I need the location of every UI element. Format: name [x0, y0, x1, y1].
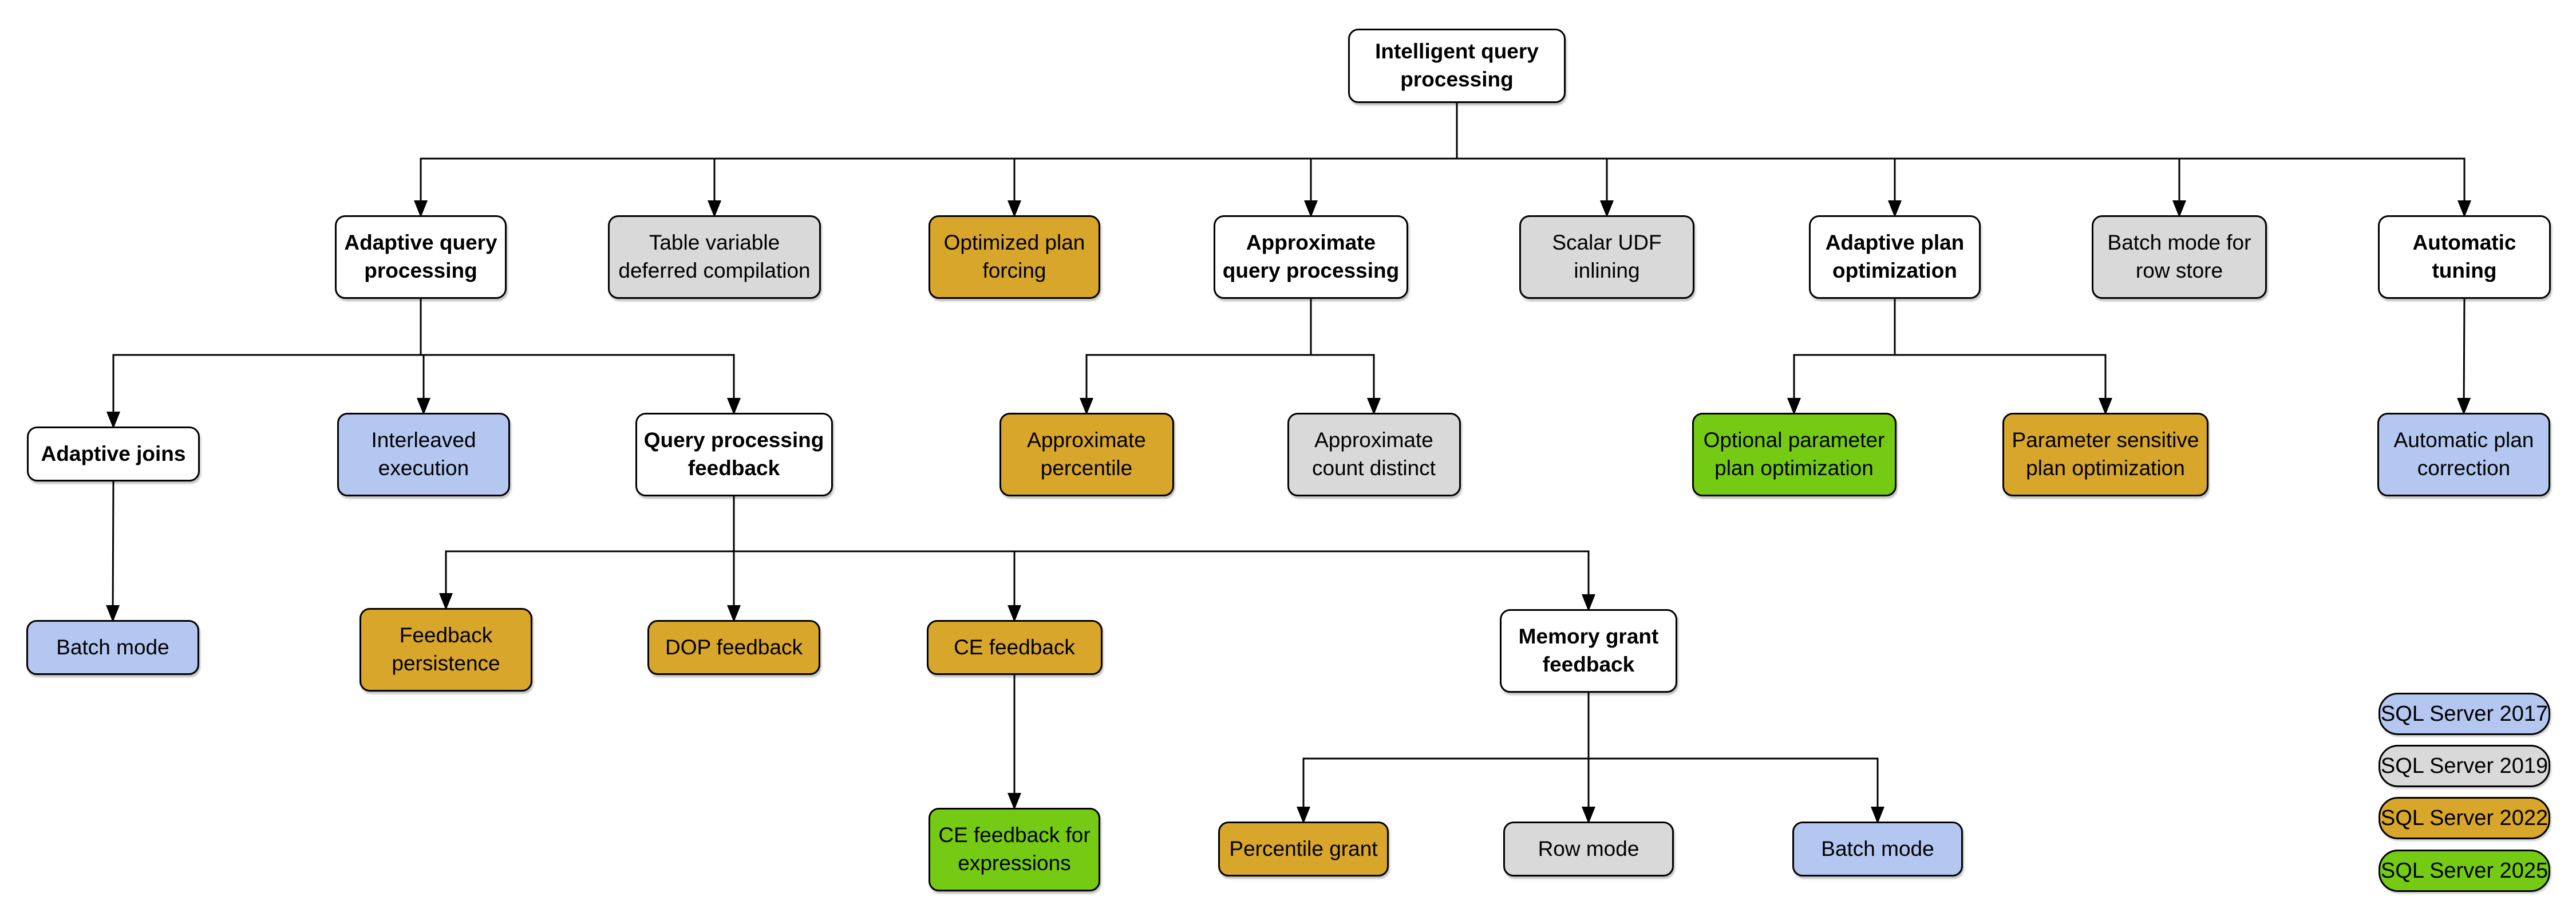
node-adaptive-joins: Adaptive joins	[27, 427, 200, 481]
legend-item-sql-server-2022: SQL Server 2022	[2379, 797, 2550, 839]
edge-from-adaptive-plan-optimization	[1787, 298, 2112, 415]
node-memory-grant-feedback: Memory grant feedback	[1500, 609, 1677, 693]
node-feedback-persistence: Feedback persistence	[359, 608, 532, 692]
edge-from-intelligent-query-processing	[414, 102, 2471, 218]
node-parameter-sensitive-plan-optimization: Parameter sensitive plan optimization	[2002, 413, 2208, 496]
legend-item-sql-server-2025: SQL Server 2025	[2379, 850, 2550, 892]
node-optimized-plan-forcing: Optimized plan forcing	[929, 215, 1100, 299]
node-row-mode: Row mode	[1503, 822, 1674, 876]
node-query-processing-feedback: Query processing feedback	[635, 413, 833, 496]
node-optional-parameter-plan-optimization: Optional parameter plan optimization	[1692, 413, 1897, 496]
node-scalar-udf-inlining: Scalar UDF inlining	[1519, 215, 1694, 299]
node-ce-feedback: CE feedback	[926, 620, 1103, 675]
node-approximate-count-distinct: Approximate count distinct	[1287, 413, 1461, 496]
node-ce-feedback-for-expressions: CE feedback for expressions	[929, 808, 1100, 891]
node-dop-feedback: DOP feedback	[647, 620, 820, 675]
node-adaptive-plan-optimization: Adaptive plan optimization	[1809, 215, 1981, 299]
edge-from-approximate-query-processing	[1080, 298, 1381, 415]
node-table-variable-deferred-compilation: Table variable deferred compilation	[608, 215, 821, 299]
node-adaptive-query-processing: Adaptive query processing	[335, 215, 507, 299]
node-batch-mode: Batch mode	[26, 620, 199, 675]
node-intelligent-query-processing: Intelligent query processing	[1348, 29, 1566, 103]
node-batch-mode-for-row-store: Batch mode for row store	[2092, 215, 2267, 299]
node-automatic-tuning: Automatic tuning	[2378, 215, 2551, 299]
node-approximate-query-processing: Approximate query processing	[1214, 215, 1408, 299]
legend-item-sql-server-2017: SQL Server 2017	[2379, 693, 2550, 735]
legend-item-sql-server-2019: SQL Server 2019	[2379, 745, 2550, 787]
node-interleaved-execution: Interleaved execution	[337, 413, 510, 496]
node-percentile-grant: Percentile grant	[1218, 822, 1389, 876]
edge-from-query-processing-feedback	[439, 495, 1595, 622]
node-batch-mode: Batch mode	[1792, 822, 1963, 876]
node-approximate-percentile: Approximate percentile	[999, 413, 1174, 496]
node-automatic-plan-correction: Automatic plan correction	[2377, 413, 2550, 496]
edge-from-adaptive-query-processing	[106, 298, 741, 429]
edge-from-memory-grant-feedback	[1297, 692, 1884, 824]
